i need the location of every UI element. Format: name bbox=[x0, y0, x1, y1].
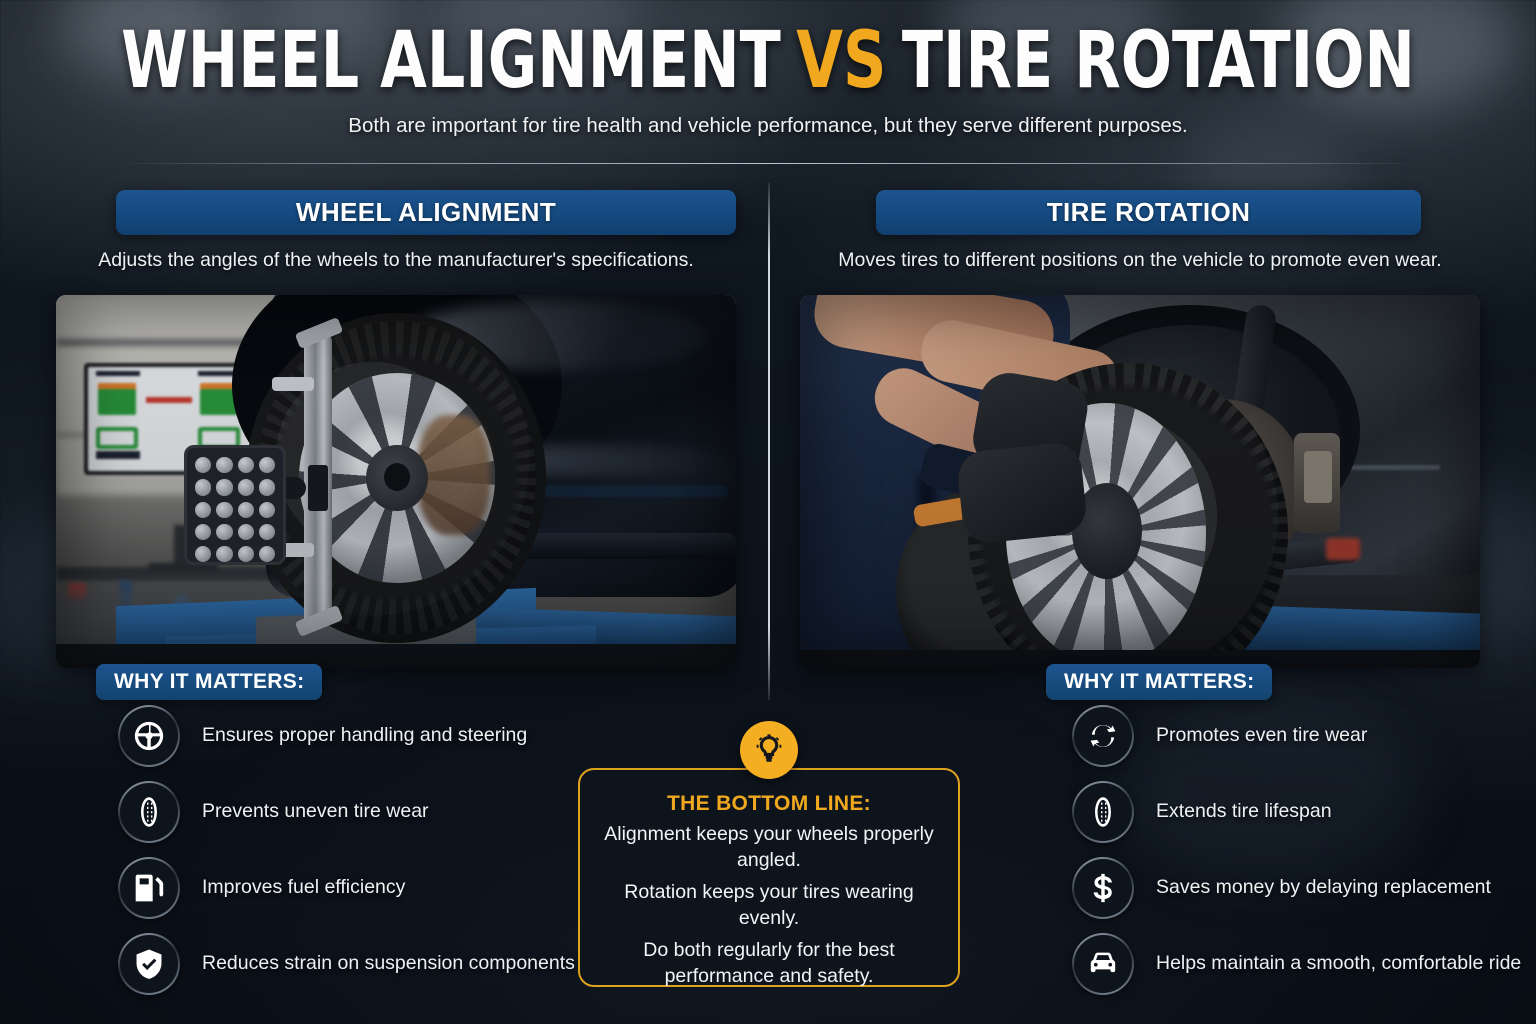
bottom-line-text-3: Do both regularly for the best performan… bbox=[643, 938, 895, 987]
bottom-line-text-1: Alignment keeps your wheels properly ang… bbox=[604, 823, 934, 871]
bottom-line-box: THE BOTTOM LINE: Alignment keeps your wh… bbox=[578, 768, 960, 987]
rotation-arrows-icon bbox=[1072, 705, 1134, 767]
list-item: Promotes even tire wear bbox=[1072, 705, 1536, 767]
car-icon bbox=[1072, 933, 1134, 995]
list-item: Saves money by delaying replacement bbox=[1072, 857, 1536, 919]
left-column: WHEEL ALIGNMENT Adjusts the angles of th… bbox=[56, 190, 736, 274]
list-item: Ensures proper handling and steering bbox=[118, 705, 588, 767]
list-item-label: Ensures proper handling and steering bbox=[202, 724, 528, 747]
list-item: Improves fuel efficiency bbox=[118, 857, 588, 919]
left-why-it-matters-banner: WHY IT MATTERS: bbox=[96, 664, 323, 700]
list-item: Extends tire lifespan bbox=[1072, 781, 1536, 843]
list-item-label: Prevents uneven tire wear bbox=[202, 800, 429, 823]
right-description: Moves tires to different positions on th… bbox=[838, 249, 1442, 271]
wheel-alignment-photo bbox=[56, 295, 736, 668]
list-item: Reduces strain on suspension components bbox=[118, 933, 588, 995]
right-column: TIRE ROTATION Moves tires to different p… bbox=[800, 190, 1480, 274]
shield-check-icon bbox=[118, 933, 180, 995]
right-banner: TIRE ROTATION bbox=[876, 190, 1421, 235]
fuel-pump-icon bbox=[118, 857, 180, 919]
bottom-line-text-2: Rotation keeps your tires wearing evenly… bbox=[624, 880, 914, 929]
left-banner: WHEEL ALIGNMENT bbox=[116, 190, 736, 235]
list-item: Helps maintain a smooth, comfortable rid… bbox=[1072, 933, 1536, 995]
list-item-label: Helps maintain a smooth, comfortable rid… bbox=[1156, 952, 1522, 975]
list-item-label: Saves money by delaying replacement bbox=[1156, 876, 1491, 899]
left-why-label: WHY IT MATTERS: bbox=[114, 670, 305, 693]
list-item-label: Promotes even tire wear bbox=[1156, 724, 1368, 747]
right-banner-label: TIRE ROTATION bbox=[1046, 197, 1251, 227]
list-item: Prevents uneven tire wear bbox=[118, 781, 588, 843]
alignment-target-board bbox=[184, 445, 286, 565]
lightbulb-icon bbox=[740, 721, 798, 779]
page-subtitle: Both are important for tire health and v… bbox=[348, 114, 1188, 137]
header-divider bbox=[116, 163, 1420, 164]
steering-wheel-icon bbox=[118, 705, 180, 767]
dollar-sign-icon bbox=[1072, 857, 1134, 919]
center-vertical-divider bbox=[768, 183, 770, 700]
left-banner-label: WHEEL ALIGNMENT bbox=[295, 197, 557, 227]
tire-icon bbox=[1072, 781, 1134, 843]
list-item-label: Reduces strain on suspension components bbox=[202, 952, 575, 975]
right-why-label: WHY IT MATTERS: bbox=[1064, 670, 1255, 693]
list-item-label: Extends tire lifespan bbox=[1156, 800, 1332, 823]
left-benefits-list: Ensures proper handling and steering Pre… bbox=[118, 705, 588, 1009]
left-description: Adjusts the angles of the wheels to the … bbox=[98, 249, 694, 271]
tire-icon bbox=[118, 781, 180, 843]
right-why-it-matters-banner: WHY IT MATTERS: bbox=[1046, 664, 1273, 700]
right-benefits-list: Promotes even tire wear Extends tire lif… bbox=[1072, 705, 1536, 1009]
title-right-text: TIRE ROTATION bbox=[901, 16, 1415, 106]
bottom-line-title: THE BOTTOM LINE: bbox=[667, 792, 871, 815]
list-item-label: Improves fuel efficiency bbox=[202, 876, 406, 899]
title-left-text: WHEEL ALIGNMENT bbox=[121, 16, 781, 106]
title-vs-text: VS bbox=[796, 16, 887, 106]
tire-rotation-photo bbox=[800, 295, 1480, 668]
